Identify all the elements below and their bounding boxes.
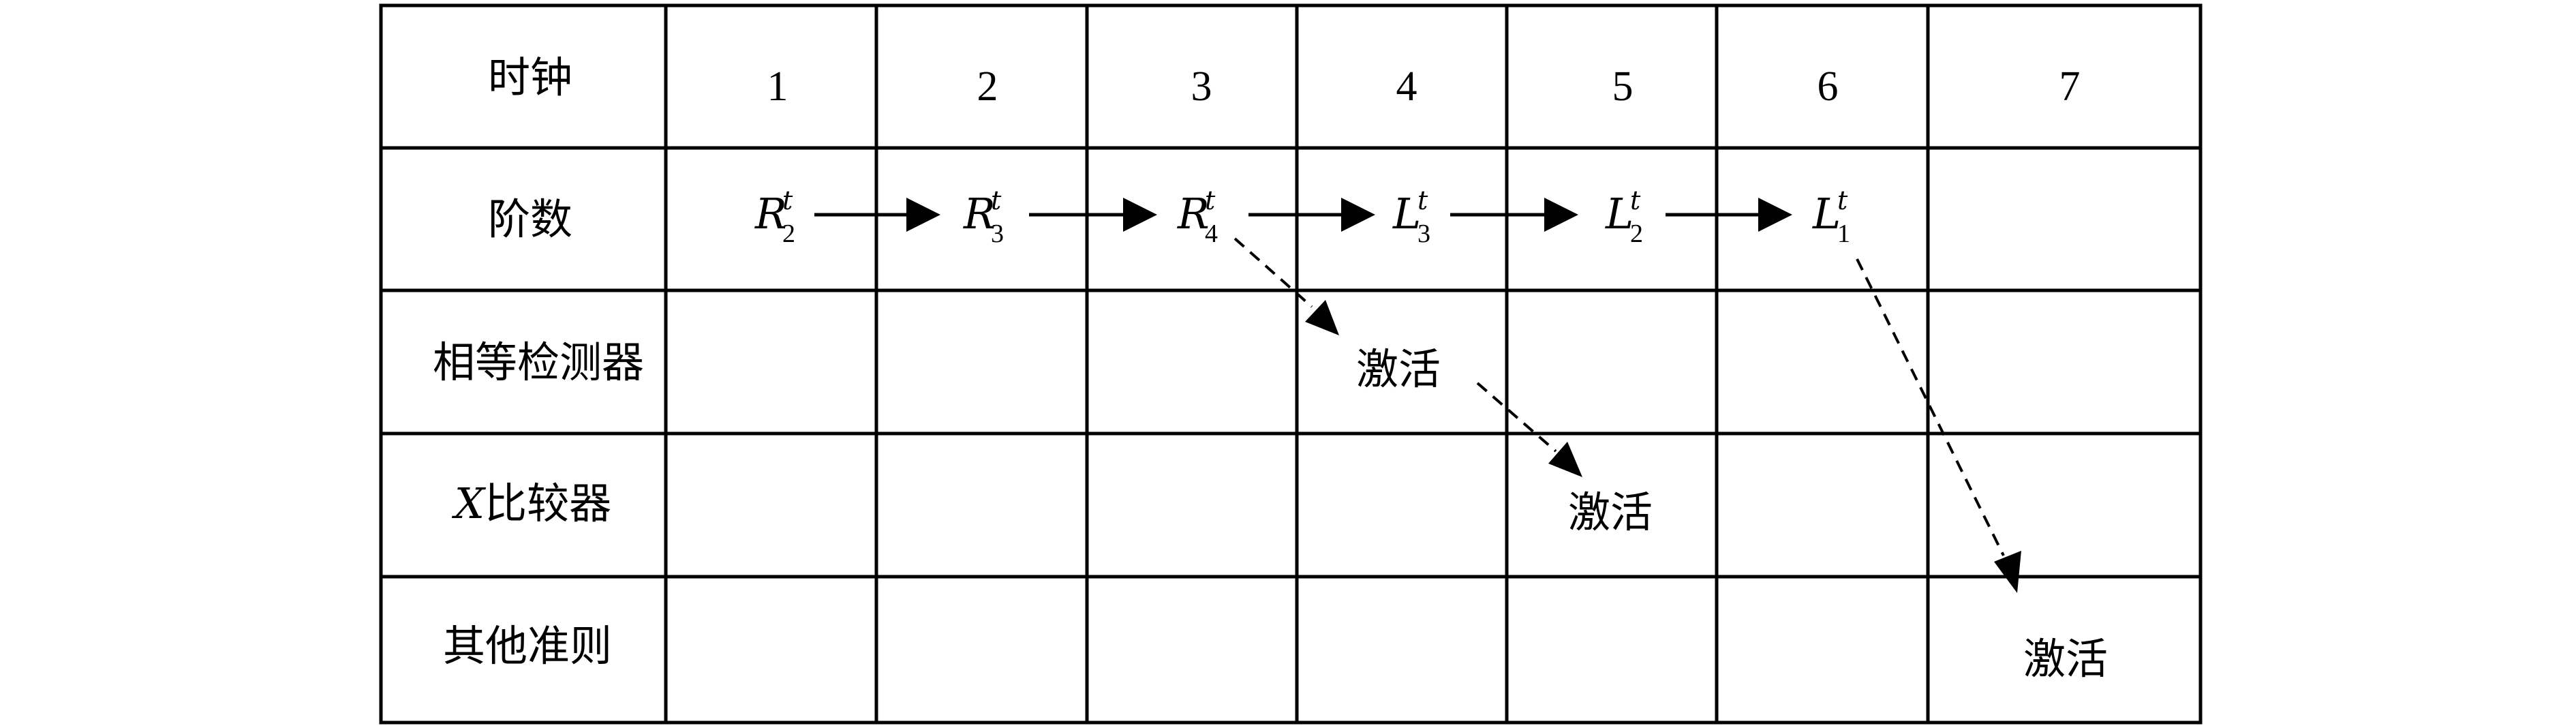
clock-7: 7 xyxy=(2059,63,2081,110)
svg-text:R: R xyxy=(1177,189,1210,239)
stage-arrow-3 xyxy=(1248,198,1375,232)
svg-text:t: t xyxy=(1837,185,1848,215)
row-label-equality-detector: 相等检测器 xyxy=(433,337,644,387)
x-symbol: X xyxy=(452,479,487,528)
svg-text:t: t xyxy=(1630,185,1641,215)
svg-text:L: L xyxy=(1812,189,1841,239)
svg-text:4: 4 xyxy=(1205,219,1218,248)
svg-text:t: t xyxy=(1417,185,1428,215)
header-label: 时钟 xyxy=(488,52,572,102)
svg-text:L: L xyxy=(1392,189,1421,239)
stage-node-5: L t 2 xyxy=(1605,185,1643,248)
stage-nodes: R t 2 R t 3 R t 4 L t 3 L t 2 L t 1 xyxy=(754,185,1850,248)
clock-5: 5 xyxy=(1612,63,1634,110)
dashed-arrow-r4-to-equality xyxy=(1233,237,1339,335)
svg-text:R: R xyxy=(754,189,787,239)
header-row: 时钟 1 2 3 4 5 6 7 xyxy=(488,52,2081,110)
svg-text:2: 2 xyxy=(1630,219,1643,248)
svg-text:3: 3 xyxy=(991,219,1004,248)
svg-text:2: 2 xyxy=(782,219,795,248)
svg-text:t: t xyxy=(991,185,1002,215)
svg-text:R: R xyxy=(963,189,996,239)
comparator-text: 比较器 xyxy=(485,479,611,528)
svg-text:3: 3 xyxy=(1417,219,1430,248)
clock-1: 1 xyxy=(767,63,788,110)
stage-arrow-2 xyxy=(1029,198,1157,232)
stage-arrow-1 xyxy=(814,198,940,232)
svg-text:t: t xyxy=(1205,185,1216,215)
stage-node-1: R t 2 xyxy=(754,185,795,248)
clock-4: 4 xyxy=(1396,63,1417,110)
stage-node-4: L t 3 xyxy=(1392,185,1430,248)
activation-equality-detector: 激活 xyxy=(1356,344,1441,394)
svg-text:L: L xyxy=(1605,189,1634,239)
table-border xyxy=(379,3,2203,725)
table-grid xyxy=(379,3,2203,725)
stage-node-2: R t 3 xyxy=(963,185,1004,248)
dashed-arrow-equality-to-x xyxy=(1476,382,1582,477)
row-label-stage: 阶数 xyxy=(488,194,572,244)
clock-3: 3 xyxy=(1191,63,1212,110)
clock-6: 6 xyxy=(1818,63,1839,110)
row-label-other-criteria: 其他准则 xyxy=(443,621,612,671)
dashed-arrow-l1-to-other xyxy=(1856,258,2021,593)
activation-arrows xyxy=(1233,237,2021,593)
stage-node-6: L t 1 xyxy=(1812,185,1850,248)
svg-text:1: 1 xyxy=(1837,219,1850,248)
activation-other-criteria: 激活 xyxy=(2023,634,2108,684)
activation-labels: 激活 激活 激活 xyxy=(1356,344,2108,684)
svg-text:t: t xyxy=(782,185,793,215)
stage-transition-arrows xyxy=(814,198,1792,232)
row-labels: 阶数 相等检测器 X比较器 其他准则 xyxy=(433,194,644,671)
stage-arrow-4 xyxy=(1450,198,1578,232)
stage-arrow-5 xyxy=(1666,198,1792,232)
clock-2: 2 xyxy=(977,63,998,110)
row-label-x-comparator: X比较器 xyxy=(452,479,611,528)
activation-x-comparator: 激活 xyxy=(1568,487,1653,537)
stage-node-3: R t 4 xyxy=(1177,185,1218,248)
